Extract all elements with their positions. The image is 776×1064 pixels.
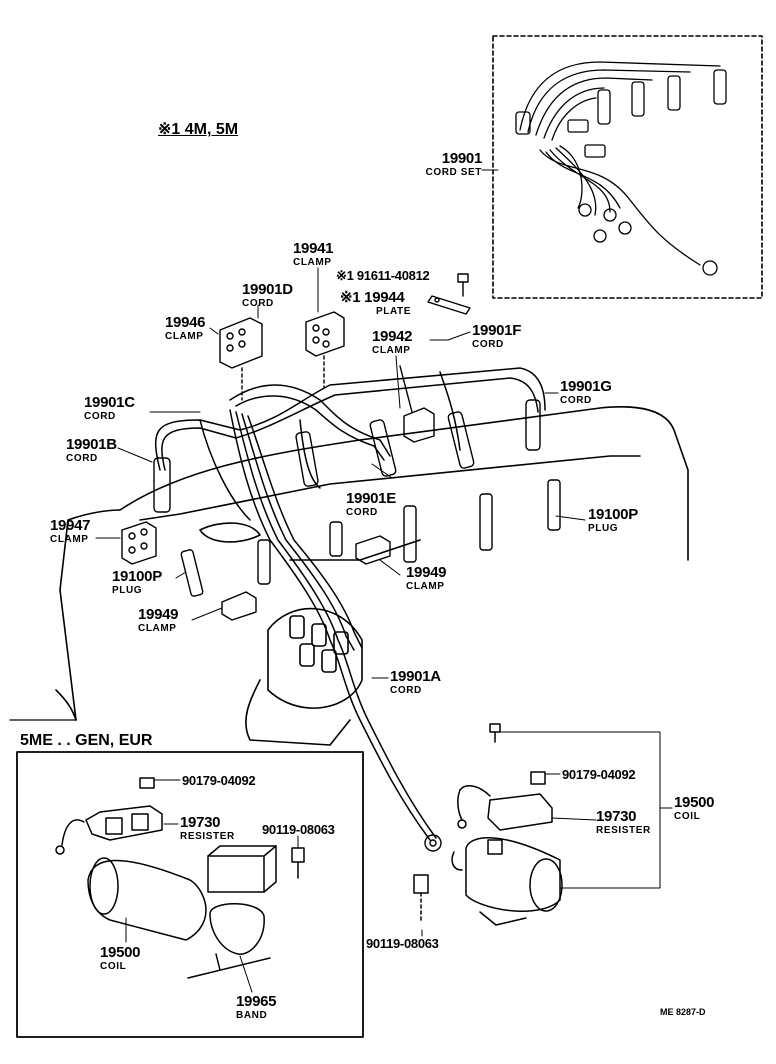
label-19500-inset: 19500 COIL <box>100 944 141 972</box>
part-name: CORD SET <box>425 167 482 178</box>
part-name: RESISTER <box>180 831 235 842</box>
part-number: 19949 <box>138 606 179 623</box>
label-19901b: 19901B CORD <box>66 436 117 464</box>
clamps-lower-drawing <box>121 521 391 621</box>
label-90179-main: 90179-04092 <box>562 767 636 782</box>
part-number: 19901G <box>560 378 612 395</box>
label-19947: 19947 CLAMP <box>50 517 91 545</box>
part-name: RESISTER <box>596 825 651 836</box>
part-name: CORD <box>84 411 116 422</box>
diagram-code: ME 8287-D <box>660 1007 706 1017</box>
clamp-19942-drawing <box>399 365 435 443</box>
part-name: CORD <box>66 453 98 464</box>
part-number: 19946 <box>165 314 206 331</box>
plug-boots-drawing <box>153 399 541 513</box>
leader-lines <box>95 169 673 993</box>
part-number: 19941 <box>293 240 334 257</box>
label-19949-left: 19949 CLAMP <box>138 606 179 634</box>
part-name: COIL <box>674 811 701 822</box>
plug-wires-drawing <box>154 367 546 841</box>
part-name: PLUG <box>588 523 619 534</box>
part-number: 19730 <box>596 808 637 825</box>
inset-header: 5ME . . GEN, EUR <box>20 732 153 749</box>
label-19949-right: 19949 CLAMP <box>406 564 447 592</box>
label-19901e: 19901E CORD <box>346 490 396 518</box>
part-number: 19901A <box>390 668 441 685</box>
label-19730-inset: 19730 RESISTER <box>180 814 235 842</box>
part-number: 19901D <box>242 281 293 298</box>
part-name: CORD <box>390 685 422 696</box>
part-number: 19901C <box>84 394 135 411</box>
part-name: CORD <box>346 507 378 518</box>
part-number: ※1 19944 <box>340 289 405 306</box>
part-name: PLATE <box>376 306 412 317</box>
bolt-plate-drawing <box>427 273 471 315</box>
part-number: 19901B <box>66 436 117 453</box>
part-name: CLAMP <box>50 534 89 545</box>
coil-inset-drawing <box>55 777 305 979</box>
label-19901c: 19901C CORD <box>84 394 135 422</box>
label-19901f: 19901F CORD <box>472 322 521 350</box>
cord-set-drawing <box>515 61 727 276</box>
part-number: 90119-08063 <box>366 936 439 951</box>
part-name: CORD <box>472 339 504 350</box>
label-19901a: 19901A CORD <box>390 668 441 696</box>
part-name: BAND <box>236 1010 268 1021</box>
part-number: 19947 <box>50 517 91 534</box>
part-name: CLAMP <box>165 331 204 342</box>
label-19946: 19946 CLAMP <box>165 314 206 342</box>
clamps-top-drawing <box>219 311 345 401</box>
label-91611: ※1 91611-40812 <box>336 268 430 284</box>
inset-box <box>16 751 364 1038</box>
part-number: 19965 <box>236 993 277 1010</box>
part-name: CORD <box>242 298 274 309</box>
label-19965-inset: 19965 BAND <box>236 993 277 1021</box>
label-90179-inset: 90179-04092 <box>182 773 256 788</box>
label-19730-main: 19730 RESISTER <box>596 808 651 836</box>
coil-main-drawing <box>413 723 563 926</box>
part-number: 19949 <box>406 564 447 581</box>
part-name: CLAMP <box>138 623 177 634</box>
part-number: ※1 91611-40812 <box>336 268 430 283</box>
part-number: 19901 <box>441 150 483 167</box>
part-number: 19500 <box>674 794 715 811</box>
label-19100p-right: 19100P PLUG <box>588 506 638 534</box>
part-name: CLAMP <box>372 345 411 356</box>
part-name: CORD <box>560 395 592 406</box>
label-19500-main: 19500 COIL <box>674 794 715 822</box>
spark-plugs-drawing <box>180 479 561 597</box>
part-number: 90179-04092 <box>562 767 636 782</box>
part-number: 19500 <box>100 944 141 961</box>
label-19942: 19942 CLAMP <box>372 328 413 356</box>
coil-wire-end-drawing <box>424 834 442 852</box>
label-90119-inset: 90119-08063 <box>262 822 335 837</box>
models-note: ※1 4M, 5M <box>158 121 239 138</box>
part-name: CLAMP <box>406 581 445 592</box>
label-cord-set: 19901 CORD SET <box>420 150 483 178</box>
part-number: 19100P <box>588 506 638 523</box>
label-19901d: 19901D CORD <box>242 281 293 309</box>
label-19944: ※1 19944 PLATE <box>340 288 411 317</box>
label-19100p-left: 19100P PLUG <box>112 568 162 596</box>
part-number: 19100P <box>112 568 162 585</box>
part-name: CLAMP <box>293 257 332 268</box>
distributor-drawing <box>245 607 363 746</box>
part-number: 90119-08063 <box>262 822 335 837</box>
part-number: 19901E <box>346 490 396 507</box>
part-name: PLUG <box>112 585 143 596</box>
label-19901g: 19901G CORD <box>560 378 612 406</box>
part-number: 19942 <box>372 328 413 345</box>
cord-set-box <box>492 35 763 299</box>
part-name: COIL <box>100 961 127 972</box>
label-90119-main: 90119-08063 <box>366 936 439 951</box>
part-number: 19730 <box>180 814 221 831</box>
part-number: 90179-04092 <box>182 773 256 788</box>
part-number: 19901F <box>472 322 522 339</box>
label-19941: 19941 CLAMP <box>293 240 334 268</box>
